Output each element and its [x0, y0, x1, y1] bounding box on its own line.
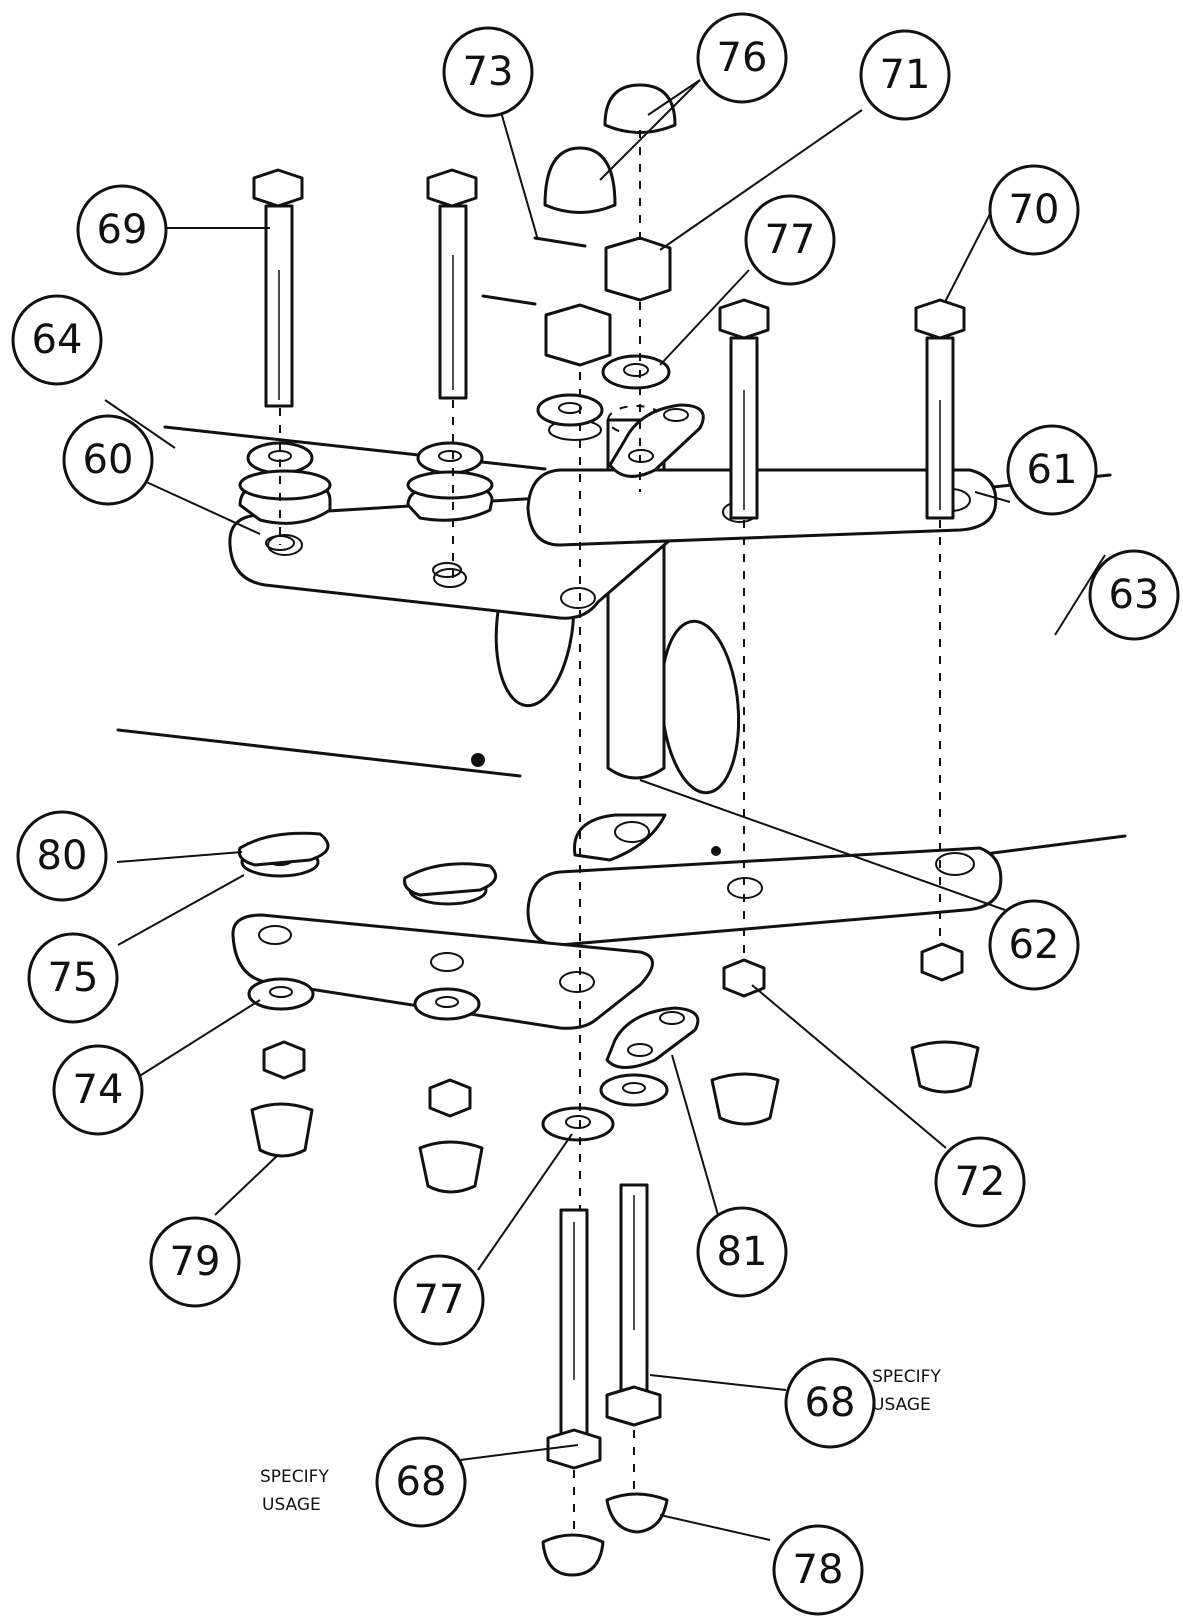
callout-label-69: 69 — [97, 207, 148, 253]
callout-label-73: 73 — [463, 49, 514, 95]
callout-label-68-right: 68 — [805, 1380, 856, 1426]
callout-60: 60 — [62, 414, 154, 506]
specify-usage-note-right: SPECIFY USAGE — [872, 1367, 941, 1415]
caps — [250, 1040, 980, 1577]
wedges-80 — [237, 831, 498, 897]
callout-label-78: 78 — [793, 1547, 844, 1593]
note-right-line2: USAGE — [872, 1395, 931, 1415]
callout-label-63: 63 — [1109, 572, 1160, 618]
cotter-pin-73 — [481, 236, 587, 306]
callout-label-64: 64 — [32, 317, 83, 363]
callout-label-80: 80 — [37, 833, 88, 879]
note-left-line2: USAGE — [262, 1495, 321, 1515]
callout-label-70: 70 — [1009, 187, 1060, 233]
callout-label-74: 74 — [73, 1067, 124, 1113]
callout-80: 80 — [16, 810, 108, 902]
callout-69: 69 — [76, 184, 168, 276]
callout-label-77-bottom: 77 — [414, 1277, 465, 1323]
bolt-68a — [546, 1208, 602, 1470]
callout-label-60: 60 — [83, 437, 134, 483]
specify-usage-note-left: SPECIFY USAGE — [260, 1467, 329, 1515]
castle-nut-71a — [604, 236, 672, 302]
note-right-line1: SPECIFY — [872, 1367, 941, 1387]
bolt-69b — [426, 168, 478, 400]
callout-label-61: 61 — [1027, 447, 1078, 493]
callout-label-62: 62 — [1009, 922, 1060, 968]
note-left-line1: SPECIFY — [260, 1467, 329, 1487]
callout-64: 64 — [11, 294, 103, 386]
link-plate-81 — [605, 1006, 700, 1069]
bolt-70a — [718, 298, 770, 520]
callout-label-68-left: 68 — [396, 1459, 447, 1505]
nuts — [262, 942, 964, 1118]
callout-63: 63 — [1088, 549, 1180, 641]
callout-73: 73 — [442, 26, 534, 118]
callout-74: 74 — [52, 1044, 144, 1136]
leader-lines — [104, 79, 1106, 1541]
lower-plate-long — [526, 813, 1003, 947]
callout-75: 75 — [27, 932, 119, 1024]
spacers-upper — [238, 469, 494, 578]
callout-61: 61 — [1006, 424, 1098, 516]
callout-77-bottom: 77 — [393, 1254, 485, 1346]
callout-78: 78 — [772, 1524, 864, 1616]
callout-label-81: 81 — [717, 1229, 768, 1275]
callout-77-top: 77 — [744, 194, 836, 286]
callout-76: 76 — [696, 12, 788, 104]
callout-label-75: 75 — [48, 955, 99, 1001]
callout-label-79: 79 — [170, 1239, 221, 1285]
castle-nut-71b — [544, 303, 612, 367]
bolt-70 — [914, 298, 966, 520]
callout-62: 62 — [988, 899, 1080, 991]
callout-label-76: 76 — [717, 35, 768, 81]
bolt-68b — [605, 1183, 662, 1427]
callout-label-77-top: 77 — [765, 217, 816, 263]
callout-70: 70 — [988, 164, 1080, 256]
lower-plate-triangular — [231, 913, 654, 1030]
callout-68-right: 68 — [784, 1357, 876, 1449]
callout-label-71: 71 — [880, 52, 931, 98]
callout-71: 71 — [859, 29, 951, 121]
bolt-69 — [252, 168, 304, 408]
link-plate-81-upper — [608, 403, 705, 478]
callout-81: 81 — [696, 1206, 788, 1298]
callout-label-72: 72 — [955, 1159, 1006, 1205]
callout-68-left: 68 — [375, 1436, 467, 1528]
centerlines — [279, 130, 941, 1535]
cap-76 — [543, 83, 677, 214]
callout-79: 79 — [149, 1216, 241, 1308]
callout-72: 72 — [934, 1136, 1026, 1228]
